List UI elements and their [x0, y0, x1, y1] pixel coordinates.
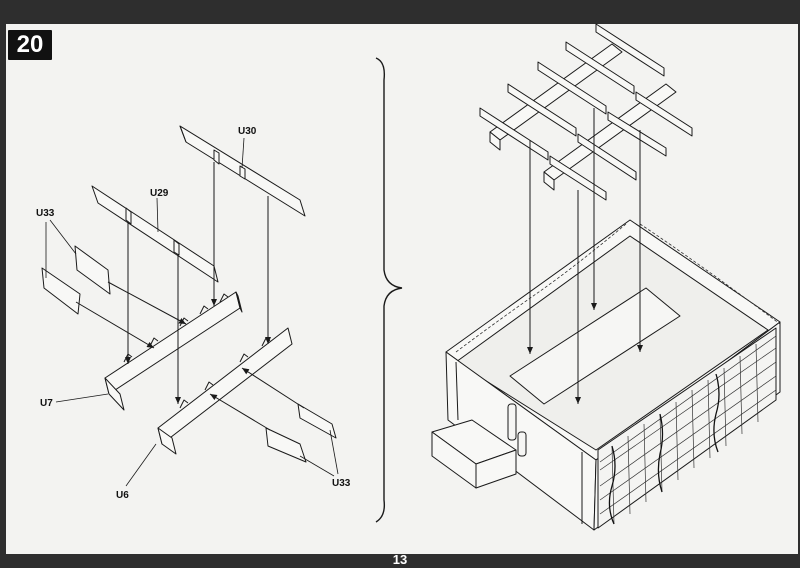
side-block	[431, 419, 517, 489]
part-u33-right-a	[297, 403, 337, 439]
part-u29	[91, 185, 219, 283]
part-u33-left-a	[74, 245, 111, 295]
part-u33-right-b	[265, 427, 307, 463]
label-u33-right: U33	[332, 478, 351, 489]
step-number-badge: 20	[8, 30, 52, 60]
right-assembly-arrows	[527, 108, 643, 404]
roof-frame-grid	[479, 23, 693, 201]
label-u7: U7	[40, 398, 53, 409]
page-number: 13	[392, 552, 408, 567]
camouflage-net	[455, 223, 781, 529]
part-u33-left-b	[41, 267, 81, 315]
label-u6: U6	[116, 490, 129, 501]
label-u29: U29	[150, 188, 169, 199]
label-u33-left: U33	[36, 208, 55, 219]
left-assembly-arrows	[75, 162, 305, 431]
part-u30	[179, 125, 306, 217]
part-u7	[104, 291, 243, 411]
curly-brace-divider	[375, 57, 403, 523]
label-leader-lines	[45, 137, 339, 487]
part-u6	[157, 327, 293, 455]
label-u30: U30	[238, 126, 257, 137]
